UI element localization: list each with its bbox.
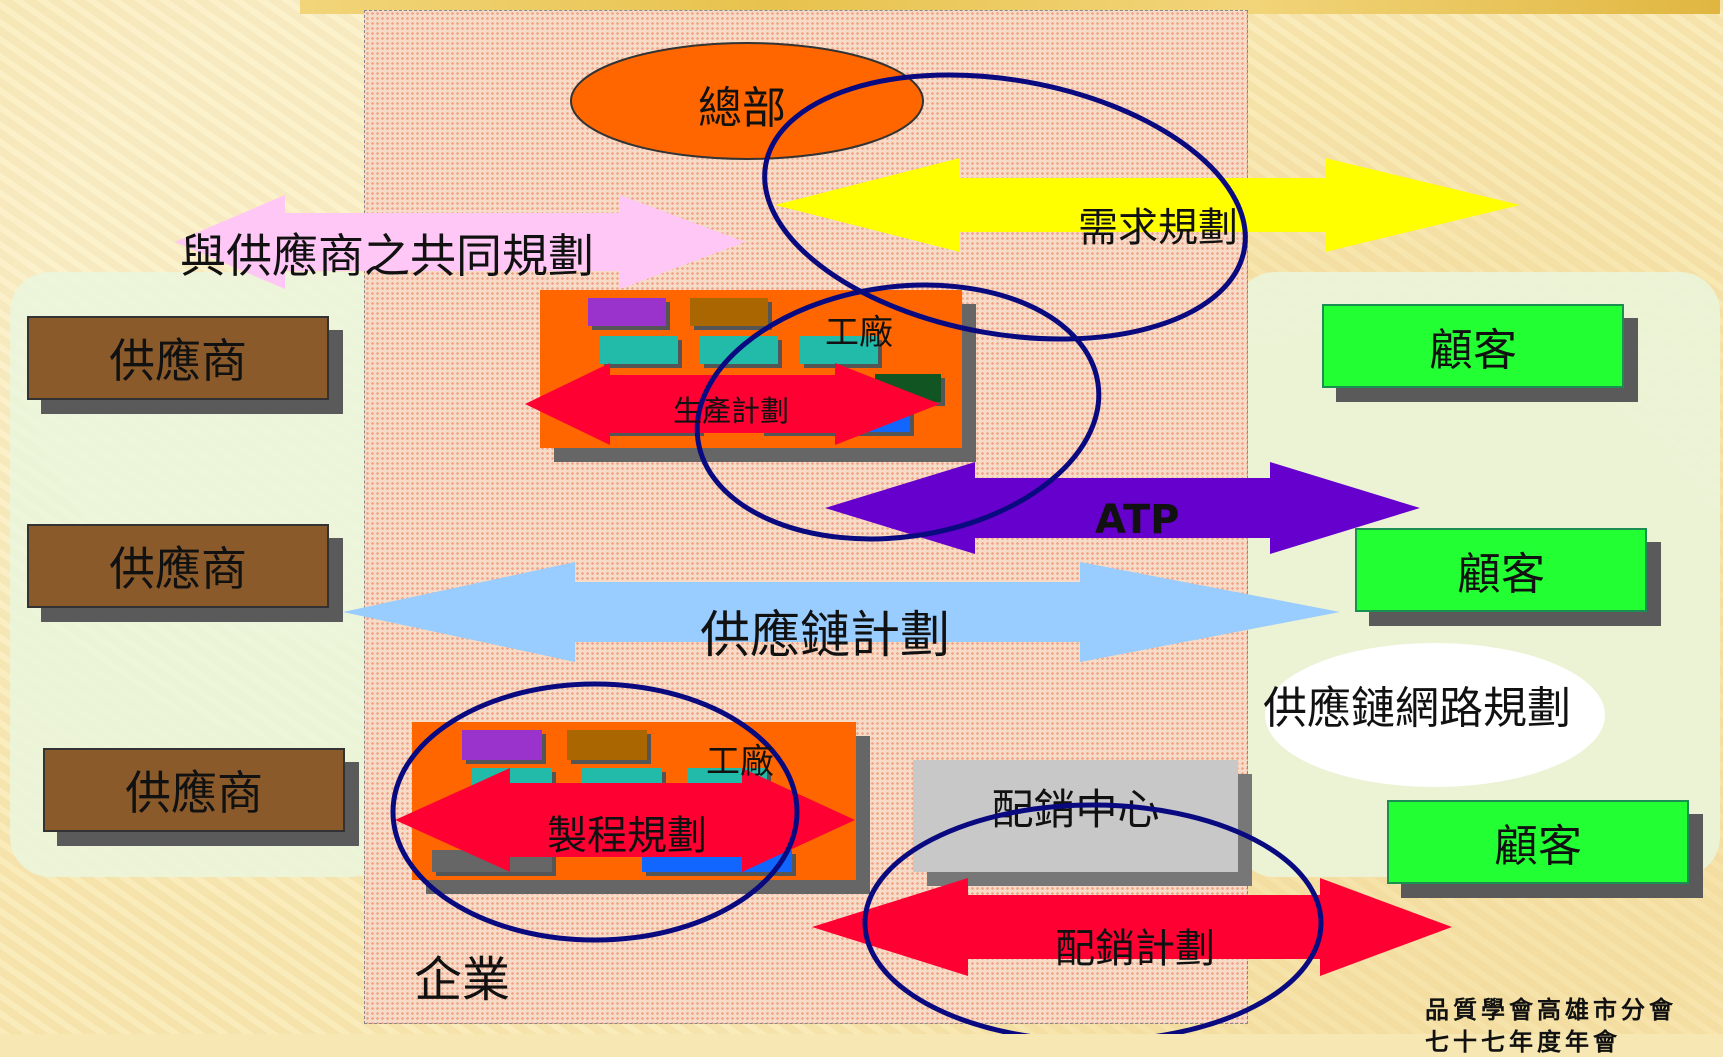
headquarters-ellipse [570, 42, 924, 160]
customer-label-2: 顧客 [1457, 549, 1545, 600]
customer-box-2: 顧客 [1355, 528, 1647, 612]
supply-chain-plan-label: 供應鏈計劃 [700, 606, 950, 664]
factory-2-brown-block [567, 730, 647, 760]
supplier-collab-arrow [175, 195, 745, 289]
production-plan-arrow [525, 363, 940, 445]
network-planning-cloud [1265, 643, 1605, 787]
supplier-label-2: 供應商 [109, 542, 247, 596]
customer-label-3: 顧客 [1494, 821, 1582, 872]
customer-box-3: 顧客 [1387, 800, 1689, 884]
atp-label: ATP [1095, 497, 1180, 543]
footer-line-1: 品質學會高雄市分會 [1425, 995, 1677, 1024]
process-planning-arrow [395, 768, 855, 872]
supply-chain-plan-arrow [343, 562, 1340, 662]
supplier-box-2: 供應商 [27, 524, 329, 608]
factory-1-brown-block [690, 298, 768, 326]
headquarters-label: 總部 [698, 83, 786, 134]
distribution-ellipse [862, 802, 1324, 1034]
factory-2-purple-block [462, 730, 542, 760]
supplier-label-1: 供應商 [109, 334, 247, 388]
supplier-label-3: 供應商 [125, 766, 263, 820]
factory-1-purple-block [588, 298, 666, 326]
demand-planning-label: 需求規劃 [1078, 205, 1238, 251]
diagram-shapes [175, 42, 1605, 1034]
factory-1-teal-block-1 [600, 336, 678, 364]
supplier-box-3: 供應商 [43, 748, 345, 832]
process-planning-label: 製程規劃 [547, 813, 707, 859]
supplier-collab-label: 與供應商之共同規劃 [180, 229, 594, 283]
demand-ellipse [762, 72, 1248, 342]
process-ellipse [390, 681, 800, 943]
production-ellipse [694, 282, 1102, 542]
customer-label-1: 顧客 [1429, 325, 1517, 376]
factory-2-label: 工廠 [706, 742, 774, 782]
enterprise-label: 企業 [414, 952, 511, 1008]
factory-1-teal-block-3 [800, 336, 878, 364]
customer-box-1: 顧客 [1322, 304, 1624, 388]
demand-planning-arrow [775, 158, 1520, 252]
factory-1-label: 工廠 [825, 313, 893, 353]
distribution-planning-label: 配銷計劃 [1055, 926, 1215, 972]
production-plan-label: 生產計劃 [673, 394, 790, 428]
atp-arrow [825, 462, 1420, 554]
footer-line-2: 七十七年度年會 [1425, 1027, 1621, 1056]
supplier-box-1: 供應商 [27, 316, 329, 400]
distribution-planning-arrow [812, 878, 1452, 976]
network-planning-label: 供應鏈網路規劃 [1263, 683, 1571, 734]
